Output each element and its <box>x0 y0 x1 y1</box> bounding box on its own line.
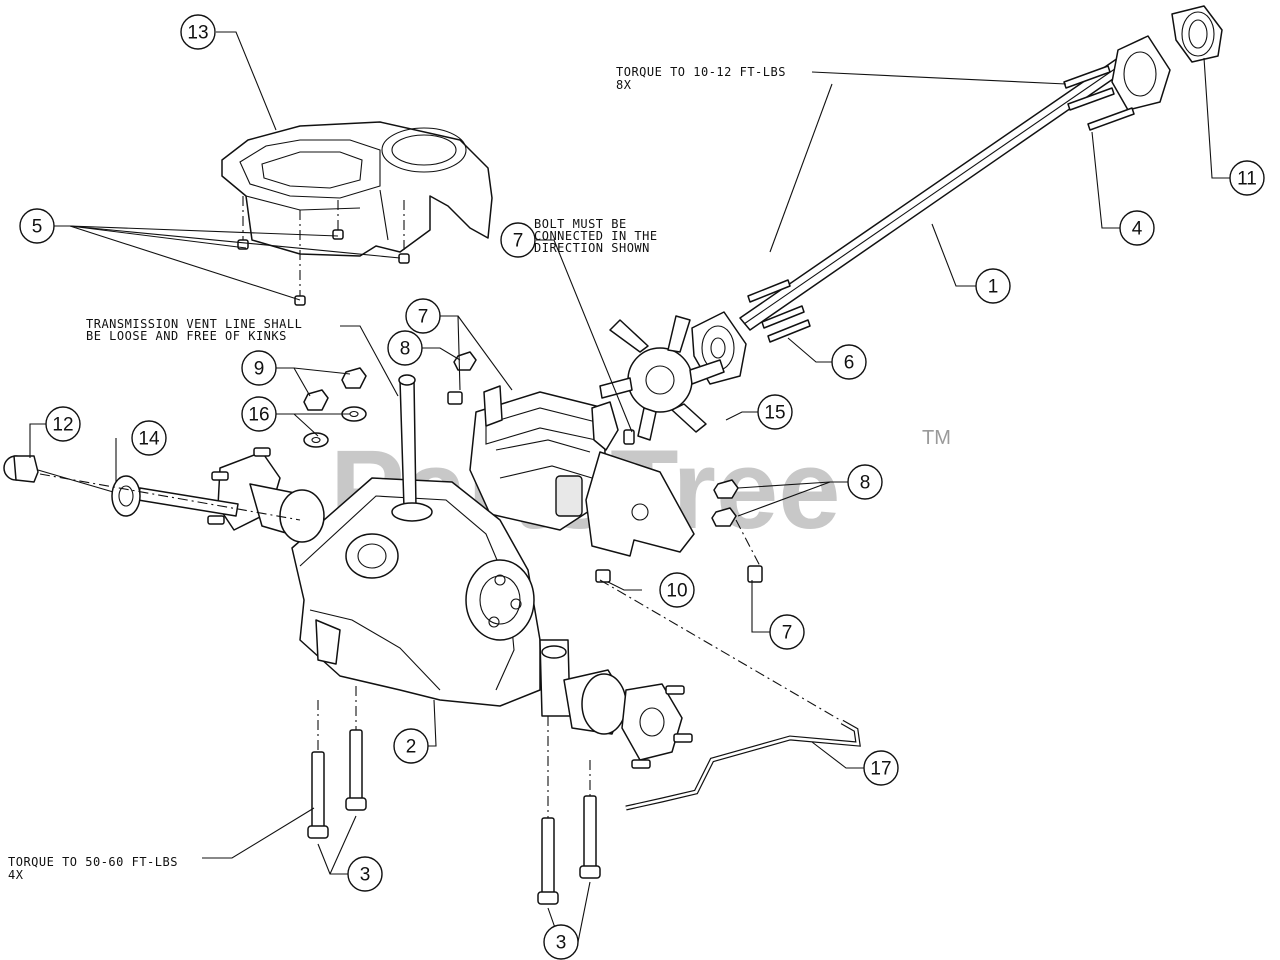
callout-8-lower: 8 <box>847 464 883 500</box>
left-axle-hub <box>137 447 325 543</box>
nut-centerline <box>735 519 761 567</box>
part-7-bolts <box>447 391 763 583</box>
part-4-bolts <box>1063 65 1135 131</box>
part-16-washers <box>303 406 367 448</box>
callout-15-label: 15 <box>764 403 785 424</box>
part-3-mounting-bolts <box>307 686 601 905</box>
part-12-seal-plug <box>3 455 121 495</box>
callout-2-label: 2 <box>406 737 417 758</box>
callout-16-label: 16 <box>248 405 269 426</box>
callout-2: 2 <box>393 728 429 764</box>
part-13-console-cover <box>221 121 493 257</box>
callout-14-label: 14 <box>138 429 160 450</box>
callout-7-lower: 7 <box>769 614 805 650</box>
callout-7-lower-label: 7 <box>782 623 793 644</box>
callout-3-left: 3 <box>347 856 383 892</box>
callout-7-upper-label: 7 <box>513 231 524 252</box>
callout-3-left-label: 3 <box>360 865 371 886</box>
axle-centerline-left <box>39 473 301 521</box>
part-2-transaxle-housing <box>291 477 541 707</box>
callout-9-label: 9 <box>254 359 265 380</box>
callout-8-upper: 8 <box>387 330 423 366</box>
note-torque-bottom-line1: TORQUE TO 50-60 FT-LBS <box>8 855 178 869</box>
hydraulic-pump-block <box>469 385 619 531</box>
note-torque-top-line1: TORQUE TO 10-12 FT-LBS <box>616 65 786 79</box>
part-5-screws <box>237 196 410 306</box>
part-11-coupler <box>1171 5 1223 63</box>
part-1-drive-shaft <box>739 57 1127 331</box>
note-torque-top-line2: 8X <box>616 78 632 92</box>
pump-bracket <box>585 429 695 583</box>
callout-14: 14 <box>131 420 167 456</box>
part-15-cooling-fan <box>599 315 725 441</box>
callout-16: 16 <box>241 396 277 432</box>
callout-5-label: 5 <box>32 217 43 238</box>
note-bolt-line1: BOLT MUST BE <box>534 217 627 231</box>
right-axle-hub <box>539 639 693 769</box>
callout-5: 5 <box>19 208 55 244</box>
note-bolt-line2: CONNECTED IN THE <box>534 229 658 243</box>
note-bolt-line3: DIRECTION SHOWN <box>534 241 650 255</box>
callout-13-label: 13 <box>187 23 208 44</box>
callout-12-label: 12 <box>52 415 73 436</box>
trademark-mark: TM <box>922 427 951 449</box>
callout-11: 11 <box>1229 160 1265 196</box>
callout-17: 17 <box>863 750 899 786</box>
callout-1-label: 1 <box>988 277 999 298</box>
callout-3-right-label: 3 <box>556 933 567 954</box>
part-9-nuts <box>303 367 367 411</box>
callout-8-upper-label: 8 <box>400 339 411 360</box>
part-6-bolts <box>747 279 811 343</box>
callout-8-lower-label: 8 <box>860 473 871 494</box>
callout-7-middle-label: 7 <box>418 307 429 328</box>
callout-4-label: 4 <box>1132 219 1143 240</box>
note-torque-bottom-line2: 4X <box>8 868 24 882</box>
callout-9: 9 <box>241 350 277 386</box>
note-vent-line1: TRANSMISSION VENT LINE SHALL <box>86 317 302 331</box>
callout-7-upper: 7 <box>500 222 536 258</box>
note-vent-line2: BE LOOSE AND FREE OF KINKS <box>86 329 287 343</box>
callout-17-label: 17 <box>870 759 891 780</box>
callout-6-label: 6 <box>844 353 855 374</box>
callout-1: 1 <box>975 268 1011 304</box>
shaft-flange-upper <box>1111 35 1171 111</box>
callout-4: 4 <box>1119 210 1155 246</box>
part-14-oil-seal <box>111 475 141 517</box>
rod-centerline <box>599 579 841 721</box>
callout-10-label: 10 <box>666 581 687 602</box>
callout-11-label: 11 <box>1237 169 1257 190</box>
callout-12: 12 <box>45 406 81 442</box>
callout-10: 10 <box>659 572 695 608</box>
callout-15: 15 <box>757 394 793 430</box>
vent-tube <box>391 374 433 522</box>
callout-6: 6 <box>831 344 867 380</box>
callout-7-middle: 7 <box>405 298 441 334</box>
callout-13: 13 <box>180 14 216 50</box>
callout-3-right: 3 <box>543 924 579 960</box>
part-17-bypass-rod <box>625 719 861 811</box>
